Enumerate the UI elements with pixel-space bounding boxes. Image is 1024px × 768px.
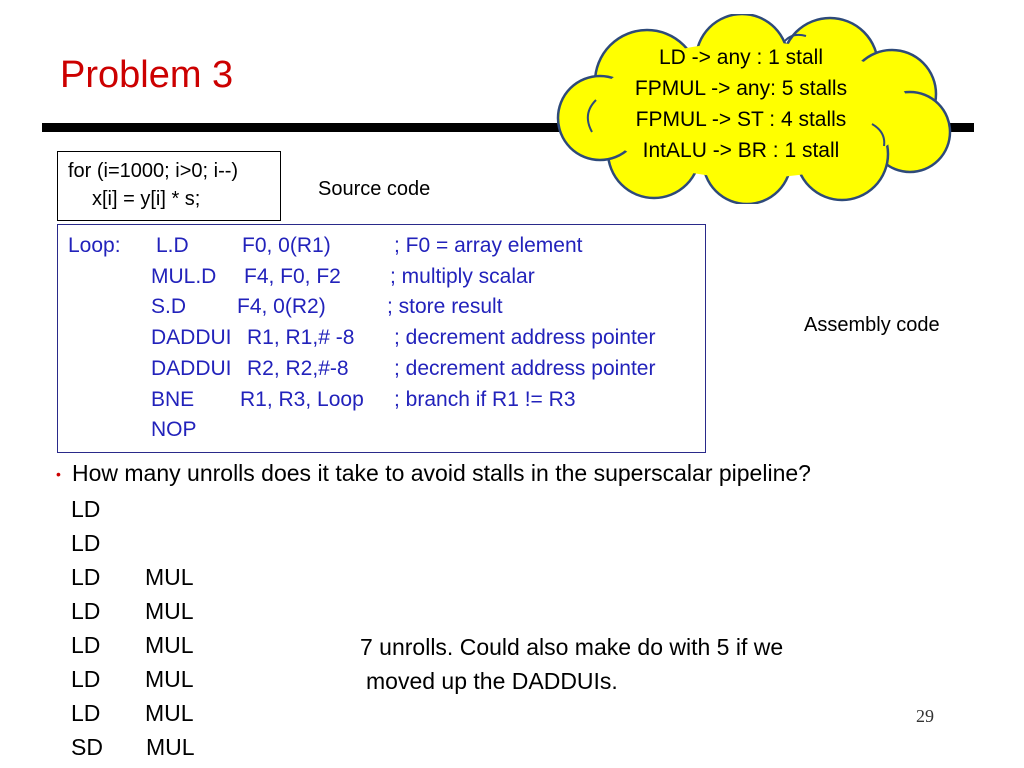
asm-args: F0, 0(R1)	[242, 234, 331, 257]
schedule-col2: MUL	[145, 598, 194, 624]
asm-op: DADDUI	[151, 326, 232, 350]
asm-args: F4, 0(R2)	[237, 295, 326, 319]
schedule-col1: LD	[71, 564, 101, 590]
schedule-col2: MUL	[145, 666, 194, 692]
bullet-icon: •	[56, 466, 61, 482]
schedule-col1: SD	[71, 734, 103, 760]
asm-op: S.D	[151, 295, 187, 319]
answer-line: 7 unrolls. Could also make do with 5 if …	[360, 634, 784, 660]
schedule-col1: LD	[71, 496, 101, 522]
answer-text: 7 unrolls. Could also make do with 5 if …	[360, 630, 783, 698]
cloud-line: LD -> any : 1 stall	[659, 46, 823, 69]
asm-comment: ; F0 = array element	[394, 234, 583, 257]
source-code-label: Source code	[318, 178, 431, 200]
assembly-code-box: Loop: L.D F0, 0(R1) ; F0 = array element…	[57, 224, 706, 453]
schedule-col2: MUL	[145, 700, 194, 726]
schedule-col2: MUL	[145, 632, 194, 658]
asm-op: MUL.D	[151, 264, 217, 288]
asm-op: DADDUI	[151, 356, 232, 380]
cloud-line: IntALU -> BR : 1 stall	[642, 139, 840, 162]
loop-label: Loop:	[68, 234, 121, 257]
title-divider	[42, 123, 974, 132]
asm-comment: ; branch if R1 != R3	[394, 387, 576, 411]
asm-op: BNE	[151, 387, 195, 411]
schedule-col2: MUL	[146, 734, 195, 760]
page-number: 29	[916, 706, 934, 726]
asm-args: F4, F0, F2	[244, 264, 341, 288]
slide-title: Problem 3	[60, 54, 234, 96]
asm-comment: ; decrement address pointer	[394, 326, 656, 350]
schedule-col1: LD	[71, 666, 101, 692]
cloud-line: FPMUL -> ST : 4 stalls	[635, 108, 847, 131]
asm-comment: ; store result	[387, 295, 503, 319]
schedule-col1: LD	[71, 598, 101, 624]
question-text: How many unrolls does it take to avoid s…	[72, 460, 811, 486]
schedule-col2: MUL	[145, 564, 194, 590]
asm-comment: ; decrement address pointer	[394, 356, 656, 380]
source-line: for (i=1000; i>0; i--)	[68, 160, 239, 182]
cloud-rules: LD -> any : 1 stall FPMUL -> any: 5 stal…	[596, 42, 886, 166]
asm-args: R1, R3, Loop	[240, 387, 364, 411]
asm-args: R2, R2,#-8	[247, 356, 349, 380]
asm-comment: ; multiply scalar	[390, 264, 535, 288]
answer-line: moved up the DADDUIs.	[366, 668, 618, 694]
stall-latency-cloud	[556, 14, 952, 204]
assembly-code-label: Assembly code	[804, 314, 940, 336]
schedule-col1: LD	[71, 700, 101, 726]
source-line: x[i] = y[i] * s;	[92, 188, 201, 210]
schedule-col1: LD	[71, 632, 101, 658]
asm-op: NOP	[151, 418, 197, 442]
asm-args: R1, R1,# -8	[247, 326, 355, 350]
cloud-line: FPMUL -> any: 5 stalls	[634, 77, 848, 100]
source-code-box: for (i=1000; i>0; i--) x[i] = y[i] * s;	[57, 151, 281, 221]
schedule-col1: LD	[71, 530, 101, 556]
asm-op: L.D	[156, 234, 189, 257]
